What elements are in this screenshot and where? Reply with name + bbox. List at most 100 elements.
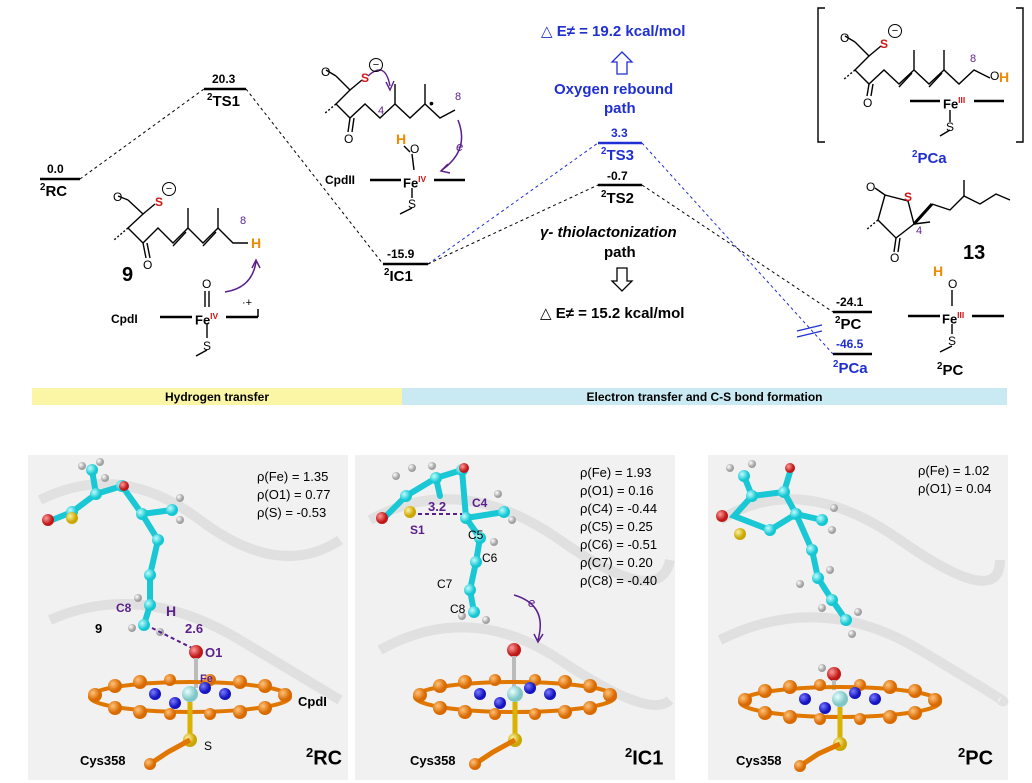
state-label-ts3: 2TS3 (601, 146, 634, 164)
rc-c8: C8 (116, 601, 132, 615)
cpdii-radical-dot: • (429, 95, 434, 111)
pc-caption: 2PC (937, 361, 964, 379)
pc-cys: Cys358 (736, 753, 782, 768)
compound-13-label: 13 (963, 242, 986, 264)
cpdi-label: CpdI (111, 312, 138, 326)
m9-oxygen-left: O (113, 190, 123, 204)
value-pca: -46.5 (836, 337, 864, 351)
rc-spin-o1: ρ(O1) = 0.77 (257, 487, 331, 502)
ic1-spin-o1: ρ(O1) = 0.16 (580, 483, 654, 498)
rc-spin-s: ρ(S) = -0.53 (257, 505, 327, 520)
pca-charge: − (888, 24, 902, 38)
cpdii-num8: 8 (455, 91, 462, 103)
cpdi-radical: ·+ (242, 297, 253, 309)
pca-caption: 2PCa (912, 149, 947, 167)
rc-spin-fe: ρ(Fe) = 1.35 (257, 469, 329, 484)
value-pc: -24.1 (836, 295, 864, 309)
up-arrow-icon (610, 51, 634, 75)
ic1-spin-c8: ρ(C8) = -0.40 (580, 573, 658, 588)
pc-spin-o1: ρ(O1) = 0.04 (918, 481, 992, 496)
state-label-ic1: 2IC1 (384, 267, 413, 285)
pca-num8: 8 (970, 53, 977, 65)
pca-o-right: O (990, 69, 1000, 83)
conn-ic1-ts2 (427, 184, 599, 265)
rc-molecule (42, 458, 203, 688)
rc-cpdi: CpdI (298, 694, 327, 709)
cpdii-s-lower: S (408, 197, 417, 211)
ic1-molecule (376, 462, 544, 688)
pc-fe-center (908, 290, 1004, 353)
h-abstraction-arrow-icon (224, 261, 257, 293)
ic1-c7: C7 (437, 577, 453, 591)
pca-s: S (880, 37, 889, 51)
compound-9-label: 9 (122, 264, 134, 286)
ic1-c4: C4 (472, 496, 488, 510)
value-rc: 0.0 (47, 162, 64, 176)
pca-o-left: O (840, 31, 850, 45)
pc-title: 2PC (958, 745, 994, 770)
rc-fe: Fe (200, 673, 213, 685)
cpdii-fe: FeIV (403, 174, 427, 191)
conn-ts2-pc (641, 184, 834, 313)
c13-o-left: O (866, 180, 876, 194)
m9-num8: 8 (240, 215, 247, 227)
panel-pc-bg (708, 455, 1008, 780)
ic1-spin-fe: ρ(Fe) = 1.93 (580, 465, 652, 480)
state-label-rc: 2RC (40, 182, 68, 200)
compound-13-skeleton (865, 180, 1011, 253)
pca-h: H (999, 69, 1010, 85)
ic1-spin-c7: ρ(C7) = 0.20 (580, 555, 653, 570)
m9-sulfur: S (155, 195, 164, 209)
ic1-spin-c4: ρ(C4) = -0.44 (580, 501, 658, 516)
cpdii-label: CpdII (325, 173, 355, 187)
ic1-c8: C8 (450, 602, 466, 616)
ic1-porphyrin (413, 674, 617, 770)
cpdii-s: S (361, 71, 370, 85)
thiol-path-label-1: γ- thiolactonization (540, 224, 677, 241)
conn-rc-ts1 (79, 88, 205, 180)
ic1-title: 2IC1 (625, 745, 664, 770)
cpdii-num4: 4 (378, 105, 385, 117)
pca-s-lower: S (946, 120, 955, 134)
value-ts1: 20.3 (212, 72, 236, 86)
cpdii-o: O (410, 142, 420, 156)
rc-h: H (166, 603, 177, 619)
value-ts3: 3.3 (611, 126, 628, 140)
cpdii-e: e (456, 139, 464, 154)
ic1-spin-c6: ρ(C6) = -0.51 (580, 537, 658, 552)
cpdi-o: O (202, 277, 212, 291)
conn-ts1-ic1 (245, 88, 384, 265)
oxygen-path-label-1: Oxygen rebound (554, 81, 674, 98)
rc-porphyrin (88, 674, 292, 770)
oxygen-barrier: △ E≠ = 19.2 kcal/mol (541, 23, 686, 40)
thiol-path-label-2: path (604, 244, 636, 261)
rc-s: S (204, 739, 213, 753)
rc-title: 2RC (306, 745, 343, 770)
rc-o1: O1 (205, 645, 223, 660)
cpdii-molecule-skeleton (323, 69, 456, 133)
pca-o-bottom: O (863, 96, 873, 110)
pc-fe: FeIII (942, 310, 965, 327)
electron-arrow-icon (367, 69, 391, 87)
ic1-c6: C6 (482, 551, 498, 565)
ic1-c5: C5 (468, 528, 484, 542)
rc-spin-list: ρ(Fe) = 1.35 ρ(O1) = 0.77 ρ(S) = -0.53 (257, 468, 331, 522)
ic1-spin-c5: ρ(C5) = 0.25 (580, 519, 653, 534)
cpdi-fe: FeIV (195, 311, 219, 328)
ic1-e: e (528, 595, 536, 610)
pc-molecule (716, 460, 862, 690)
ic1-s1: S1 (410, 523, 425, 537)
pc-s: S (948, 334, 957, 348)
c13-o-bottom: O (890, 251, 900, 265)
cpdi-fe-center (160, 291, 259, 357)
pc-spin-fe: ρ(Fe) = 1.02 (918, 463, 990, 478)
c13-num4: 4 (916, 225, 923, 237)
m9-charge: − (162, 182, 176, 196)
ic1-spin-list: ρ(Fe) = 1.93 ρ(O1) = 0.16 ρ(C4) = -0.44 … (580, 464, 657, 590)
pca-molecule-skeleton (842, 35, 1004, 137)
cpdi-s: S (203, 339, 212, 353)
rc-nine: 9 (95, 621, 103, 636)
